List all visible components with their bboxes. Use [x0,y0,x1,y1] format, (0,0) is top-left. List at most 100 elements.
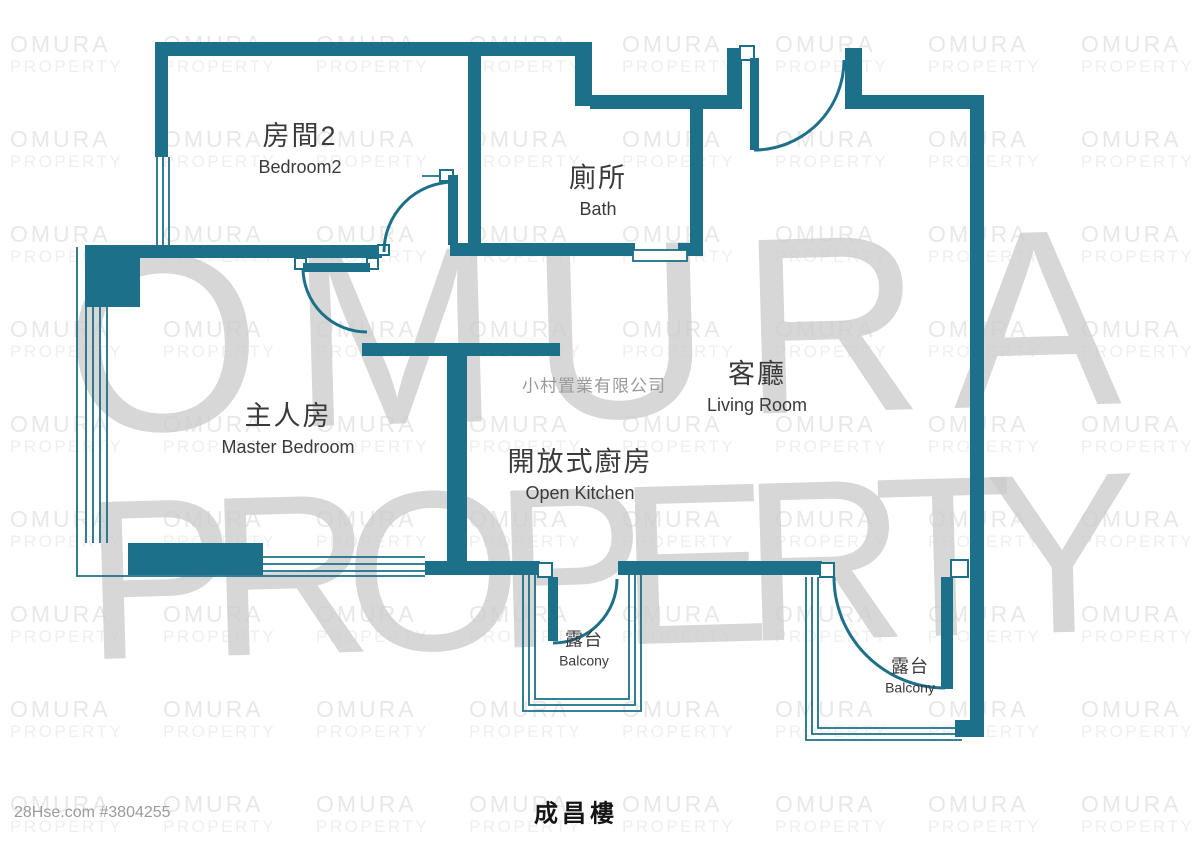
balcony-left-hinge-marker [537,562,553,578]
wall-bedroom2-left [155,42,168,157]
bedroom2-left-window [156,157,170,245]
room-label-master-bedroom: 主人房 Master Bedroom [221,394,354,458]
wall-upper-right [845,95,984,109]
wall-upper-middle [590,95,742,109]
balcony-right-hinge-marker [819,562,835,578]
wall-bottom-left [425,561,540,575]
room-label-balcony-right-zh: 露台 [891,656,929,677]
room-label-open-kitchen-zh: 開放式廚房 [507,447,653,477]
wall-entrance-right-jamb [845,48,862,109]
balcony-right-railing [805,577,962,741]
bedroom2-door-arc [382,180,455,253]
bath-door-threshold [632,249,688,262]
outer-boundary-line [76,247,425,577]
room-label-living-room: 客廳 Living Room [707,352,807,416]
room-label-bath: 廁所 Bath [569,156,627,220]
windows-and-railings [76,157,962,741]
room-label-master-bedroom-en: Master Bedroom [221,437,355,457]
wall-top [155,42,590,56]
room-label-bath-zh: 廁所 [569,163,627,193]
balcony-right-door-arc [832,576,946,690]
room-label-open-kitchen-en: Open Kitchen [525,483,635,503]
wall-right [970,95,984,737]
listing-id: 28Hse.com #3804255 [14,804,171,821]
wall-kitchen-vertical [447,356,467,562]
door-swing-arcs [301,59,946,690]
door-leaves [303,58,953,689]
master-door-arc [301,267,368,334]
wall-corner-block [955,720,984,737]
balcony-left-door-arc [552,578,619,645]
wall-middle-band-center [450,243,635,256]
room-label-balcony-right-en: Balcony [885,679,935,696]
walls [85,42,984,737]
wall-bath-right [690,106,703,256]
balcony-right-wall-notch [950,559,969,578]
entrance-door-leaf [750,58,759,150]
wall-middle-band-left [85,245,382,258]
room-label-open-kitchen: 開放式廚房 Open Kitchen [508,440,653,504]
door-jamb-markers [294,45,969,578]
room-label-master-bedroom-zh: 主人房 [244,401,332,431]
pillar-top-left [85,258,140,307]
room-label-bedroom2-zh: 房間2 [262,121,338,151]
balcony-right-door-leaf [941,577,953,689]
room-label-balcony-left-zh: 露台 [565,629,603,650]
wall-kitchen-horizontal [362,343,560,356]
room-label-balcony-right: 露台 Balcony [885,653,935,696]
room-label-bath-en: Bath [579,199,617,219]
pillar-bottom-left [128,543,263,575]
room-label-bedroom2: 房間2 Bedroom2 [258,114,341,178]
room-label-living-room-zh: 客廳 [727,359,786,389]
bedroom2-door-leaf [448,175,458,245]
room-label-living-room-en: Living Room [706,395,808,415]
room-label-balcony-left: 露台 Balcony [559,626,609,669]
entrance-hinge-marker [739,45,755,61]
master-left-window [85,307,108,543]
wall-bath-step [575,42,592,106]
